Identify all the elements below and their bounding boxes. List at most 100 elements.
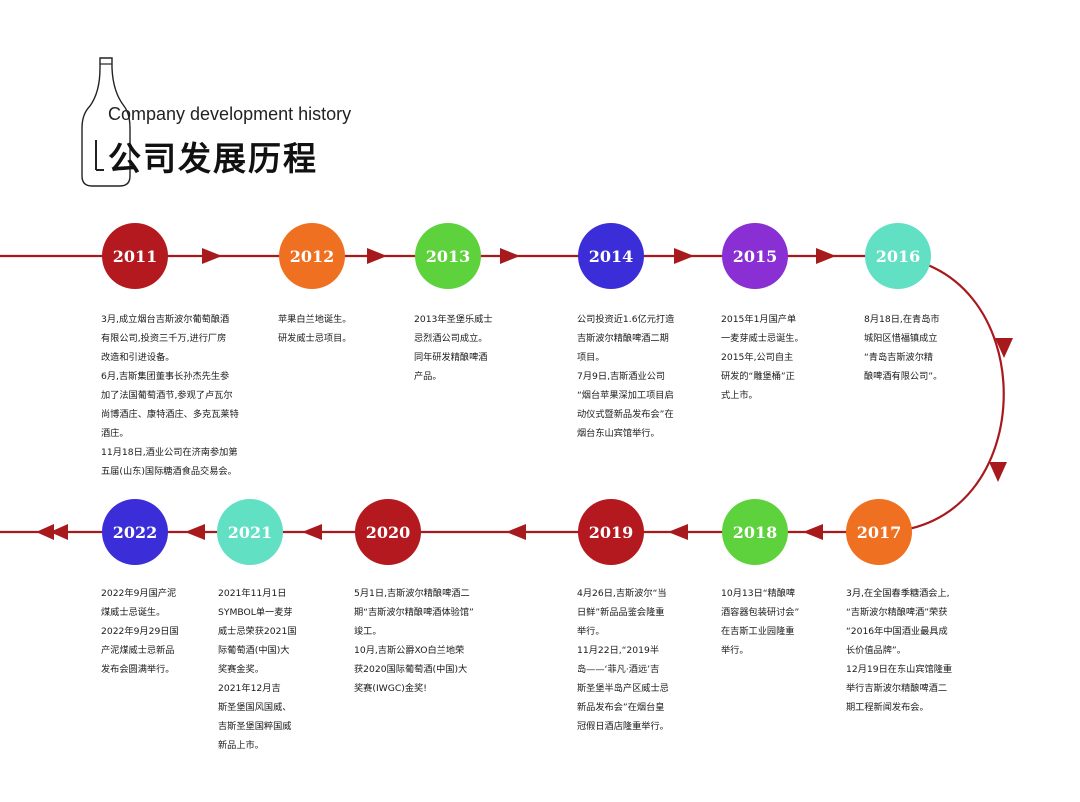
event-text-2017: 3月,在全国春季糖酒会上, “吉斯波尔精酿啤酒”荣获 “2016年中国酒业最具成…: [846, 584, 980, 717]
event-line: 6月,吉斯集团董事长孙杰先生参: [101, 371, 230, 382]
event-line: 新品发布会”在烟台皇: [577, 702, 665, 713]
event-line: 奖赛(IWGC)金奖!: [354, 683, 427, 694]
year-node-2019: 2019: [578, 499, 644, 565]
event-text-2016: 8月18日,在青岛市 城阳区惜福镇成立 “青岛吉斯波尔精 酿啤酒有限公司”。: [864, 310, 974, 386]
event-line: 酒容器包装研讨会”: [721, 607, 800, 618]
event-text-2013: 2013年圣堡乐威士 忌烈酒公司成立。 同年研发精酿啤酒 产品。: [414, 310, 524, 386]
arrow-left-icon: [50, 524, 68, 540]
event-line: 获2020国际葡萄酒(中国)大: [354, 664, 468, 675]
event-text-2018: 10月13日“精酿啤 酒容器包装研讨会” 在吉斯工业园隆重 举行。: [721, 584, 831, 660]
event-line: 3月,成立烟台吉斯波尔葡萄酿酒: [101, 314, 230, 325]
year-label: 2019: [588, 522, 634, 542]
event-line: 2022年9月国产泥: [101, 588, 177, 599]
event-line: 烟台东山宾馆举行。: [577, 428, 660, 439]
event-line: 2021年12月吉: [218, 683, 281, 694]
event-line: 期工程新闻发布会。: [846, 702, 929, 713]
event-line: 冠假日酒店隆重举行。: [577, 721, 669, 732]
arrow-right-icon: [202, 248, 222, 264]
event-line: 吉斯圣堡国粹国威: [218, 721, 292, 732]
event-line: 长价值品牌”。: [846, 645, 906, 656]
event-line: 2013年圣堡乐威士: [414, 314, 493, 325]
event-line: 产泥煤威士忌新品: [101, 645, 175, 656]
event-line: 4月26日,吉斯波尔“当: [577, 588, 667, 599]
year-node-2011: 2011: [102, 223, 168, 289]
event-line: 12月19日在东山宾馆隆重: [846, 664, 953, 675]
year-label: 2020: [365, 522, 411, 542]
year-label: 2022: [112, 522, 158, 542]
event-line: 10月13日“精酿啤: [721, 588, 796, 599]
header: Company development history 公司发展历程: [0, 0, 400, 200]
event-line: 11月22日,“2019半: [577, 645, 660, 656]
arrow-down-icon: [989, 462, 1007, 482]
event-line: 酒庄。: [101, 428, 129, 439]
event-line: 期“吉斯波尔精酿啤酒体验馆”: [354, 607, 474, 618]
event-line: “青岛吉斯波尔精: [864, 352, 934, 363]
event-text-2020: 5月1日,吉斯波尔精酿啤酒二 期“吉斯波尔精酿啤酒体验馆” 竣工。 10月,吉斯…: [354, 584, 504, 698]
event-line: 际葡萄酒(中国)大: [218, 645, 290, 656]
event-line: 奖赛金奖。: [218, 664, 264, 675]
year-node-2017: 2017: [846, 499, 912, 565]
event-line: 10月,吉斯公爵XO白兰地荣: [354, 645, 465, 656]
event-line: 发布会圆满举行。: [101, 664, 175, 675]
event-line: 动仪式暨新品发布会”在: [577, 409, 674, 420]
year-node-2021: 2021: [217, 499, 283, 565]
event-line: 在吉斯工业园隆重: [721, 626, 795, 637]
year-node-2022: 2022: [102, 499, 168, 565]
arrow-right-icon: [674, 248, 694, 264]
arrow-left-icon: [302, 524, 322, 540]
year-node-2018: 2018: [722, 499, 788, 565]
event-line: 五届(山东)国际糖酒食品交易会。: [101, 466, 237, 477]
event-text-2019: 4月26日,吉斯波尔“当 日鲜”新品品鉴会隆重 举行。 11月22日,“2019…: [577, 584, 697, 736]
event-text-2011: 3月,成立烟台吉斯波尔葡萄酿酒 有限公司,投资三千万,进行厂房 改造和引进设备。…: [101, 310, 271, 481]
event-line: 2021年11月1日: [218, 588, 287, 599]
event-line: 苹果白兰地诞生。: [278, 314, 352, 325]
event-line: 斯圣堡半岛产区威士忌: [577, 683, 669, 694]
event-line: 3月,在全国春季糖酒会上,: [846, 588, 950, 599]
year-node-2015: 2015: [722, 223, 788, 289]
year-label: 2018: [732, 522, 778, 542]
event-line: 8月18日,在青岛市: [864, 314, 940, 325]
event-line: 7月9日,吉斯酒业公司: [577, 371, 666, 382]
year-label: 2012: [289, 246, 335, 266]
event-line: 竣工。: [354, 626, 382, 637]
event-line: 产品。: [414, 371, 442, 382]
arrow-right-icon: [816, 248, 836, 264]
arrow-left-icon: [36, 524, 54, 540]
event-line: 同年研发精酿啤酒: [414, 352, 488, 363]
event-line: 11月18日,酒业公司在济南参加第: [101, 447, 238, 458]
event-text-2021: 2021年11月1日 SYMBOL单一麦芽 威士忌荣获2021国 际葡萄酒(中国…: [218, 584, 318, 755]
event-line: “2016年中国酒业最具成: [846, 626, 948, 637]
event-line: 新品上市。: [218, 740, 264, 751]
event-line: 煤威士忌诞生。: [101, 607, 166, 618]
event-line: 举行。: [721, 645, 749, 656]
event-line: 研发的“雕堡桶”正: [721, 371, 795, 382]
year-label: 2021: [227, 522, 273, 542]
bottle-icon: [81, 57, 131, 187]
arrow-left-icon: [506, 524, 526, 540]
year-label: 2013: [425, 246, 471, 266]
event-line: 改造和引进设备。: [101, 352, 175, 363]
year-label: 2015: [732, 246, 778, 266]
arrow-right-icon: [500, 248, 520, 264]
event-line: 举行。: [577, 626, 605, 637]
event-line: 5月1日,吉斯波尔精酿啤酒二: [354, 588, 470, 599]
event-line: 项目。: [577, 352, 605, 363]
event-line: 一麦芽威士忌诞生。: [721, 333, 804, 344]
year-label: 2014: [588, 246, 634, 266]
event-line: 2022年9月29日国: [101, 626, 179, 637]
event-text-2015: 2015年1月国产单 一麦芽威士忌诞生。 2015年,公司自主 研发的“雕堡桶”…: [721, 310, 831, 405]
year-label: 2011: [112, 246, 158, 266]
arrow-right-icon: [367, 248, 387, 264]
event-line: 举行吉斯波尔精酿啤酒二: [846, 683, 948, 694]
event-line: 吉斯波尔精酿啤酒二期: [577, 333, 669, 344]
event-line: 有限公司,投资三千万,进行厂房: [101, 333, 227, 344]
page-title: 公司发展历程: [108, 139, 318, 178]
arrow-down-icon: [995, 338, 1013, 358]
year-node-2012: 2012: [279, 223, 345, 289]
event-line: 斯圣堡国风国威、: [218, 702, 292, 713]
event-text-2012: 苹果白兰地诞生。 研发威士忌项目。: [278, 310, 388, 348]
event-line: 酿啤酒有限公司”。: [864, 371, 943, 382]
year-node-2013: 2013: [415, 223, 481, 289]
event-line: 日鲜”新品品鉴会隆重: [577, 607, 665, 618]
event-line: 研发威士忌项目。: [278, 333, 352, 344]
